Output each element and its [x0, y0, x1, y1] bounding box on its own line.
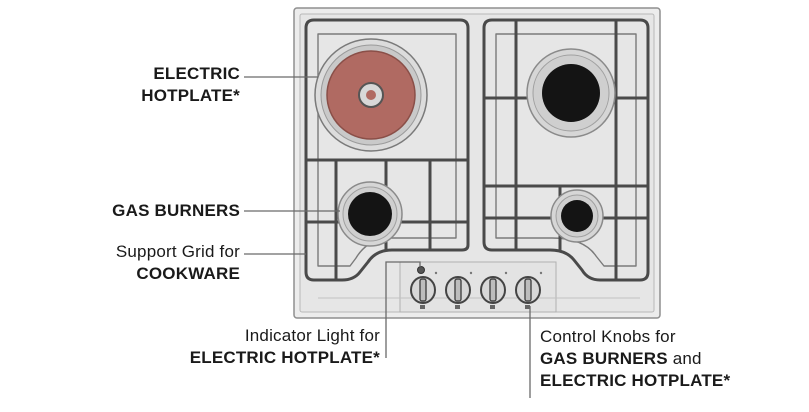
- label-gas-burners: GAS BURNERS: [20, 200, 240, 222]
- label-support-grid-line1: Support Grid for: [115, 242, 240, 261]
- label-control-knobs-line2a: GAS BURNERS: [540, 349, 668, 368]
- label-indicator-light-line2: ELECTRIC HOTPLATE*: [189, 348, 380, 367]
- control-knob: [480, 276, 506, 309]
- support-grid-left: [304, 18, 470, 282]
- control-knob: [410, 276, 436, 309]
- label-control-knobs: Control Knobs for GAS BURNERS and ELECTR…: [540, 326, 805, 392]
- label-electric-hotplate: ELECTRIC HOTPLATE*: [80, 63, 240, 107]
- control-knob: [445, 276, 471, 309]
- control-panel: [318, 261, 640, 313]
- label-control-knobs-line1: Control Knobs for: [540, 327, 676, 346]
- label-gas-burners-text: GAS BURNERS: [112, 201, 240, 220]
- gas-burner-left: [337, 181, 403, 247]
- auxiliary-gas-burner: [550, 189, 604, 243]
- label-control-knobs-line3: ELECTRIC HOTPLATE*: [540, 371, 731, 390]
- control-knob: [515, 276, 541, 309]
- label-electric-hotplate-line2: HOTPLATE*: [141, 86, 240, 105]
- rapid-gas-burner: [526, 48, 616, 138]
- electric-hotplate: [314, 38, 428, 152]
- label-support-grid-line2: COOKWARE: [136, 264, 240, 283]
- label-control-knobs-line2b: and: [667, 349, 702, 368]
- leader-lines: [244, 76, 531, 398]
- label-indicator-light-line1: Indicator Light for: [244, 326, 380, 345]
- indicator-light: [417, 266, 425, 274]
- label-support-grid: Support Grid for COOKWARE: [20, 241, 240, 285]
- label-indicator-light: Indicator Light for ELECTRIC HOTPLATE*: [140, 325, 380, 369]
- leader-indicator-light: [385, 261, 421, 358]
- label-electric-hotplate-line1: ELECTRIC: [153, 64, 240, 83]
